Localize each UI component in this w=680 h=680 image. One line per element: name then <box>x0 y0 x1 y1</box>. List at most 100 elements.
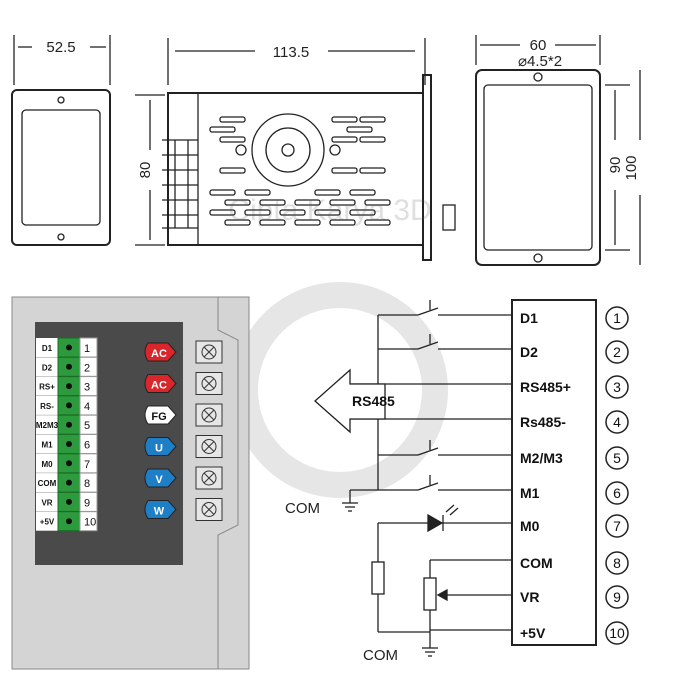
terminal-number: 5 <box>84 420 90 432</box>
rs485-label: RS485 <box>352 393 395 409</box>
pin-number: 6 <box>613 485 621 501</box>
signal-label: Rs485- <box>520 414 566 430</box>
signal-label: VR <box>520 589 539 605</box>
pin-number-circle <box>605 481 629 505</box>
power-terminal-label: W <box>154 506 165 518</box>
watermark-logo: Cipta Karya 3D <box>228 194 448 498</box>
terminal-screw <box>66 460 72 467</box>
terminal-row: M2M3 5 <box>36 414 98 435</box>
pin-number-circle <box>605 375 629 399</box>
terminal-screw <box>66 441 72 447</box>
terminal-row: RS+3 <box>36 376 98 397</box>
terminal-label: COM <box>38 479 57 488</box>
power-terminal-ac: AC <box>144 340 223 364</box>
rs485-arrow <box>314 368 386 434</box>
terminal-row: +5V 10 <box>36 511 98 532</box>
terminal-number: 6 <box>84 440 90 452</box>
rear-outer-height-dimension: 100 <box>623 155 640 180</box>
terminal-row: M1 6 <box>36 434 98 454</box>
terminal-label: +5V <box>40 518 55 527</box>
front-width-dimension: 52.5 <box>46 39 75 56</box>
pin-number: 8 <box>613 555 621 571</box>
pin-number: 3 <box>613 379 621 395</box>
power-terminal-fg: FG <box>144 403 223 427</box>
screw-icon <box>203 441 215 452</box>
side-length-dimension: 113.5 <box>273 44 309 61</box>
pin-number: 10 <box>609 625 625 641</box>
signal-label: M0 <box>520 518 540 534</box>
screw-icon <box>203 504 215 515</box>
pin-number: 1 <box>613 310 621 326</box>
power-terminal-ac: AC <box>144 372 223 395</box>
pin-number: 4 <box>613 414 621 430</box>
terminal-row: COM 8 <box>36 472 98 493</box>
pin-number-circle <box>605 306 629 330</box>
pin-number: 5 <box>613 450 621 466</box>
terminal-label: RS- <box>40 402 54 411</box>
pin-number: 2 <box>613 344 621 360</box>
terminal-number: 1 <box>84 343 90 355</box>
terminal-screw <box>66 383 72 390</box>
screw-icon <box>203 378 215 389</box>
controller-terminal-box <box>511 299 597 646</box>
signal-row: COM 8 <box>520 551 629 575</box>
pin-number: 7 <box>613 518 621 534</box>
terminal-label: M1 <box>41 441 53 450</box>
power-terminal-label: FG <box>151 411 166 423</box>
terminal-number: 8 <box>84 478 90 490</box>
pin-number-circle <box>605 551 629 575</box>
signal-label: M2/M3 <box>520 450 563 466</box>
terminal-screw <box>66 498 72 505</box>
signal-label: RS485+ <box>520 379 571 395</box>
terminal-screw <box>66 363 72 370</box>
power-terminal-label: U <box>155 443 163 455</box>
terminal-label: VR <box>41 498 52 507</box>
terminal-number: 10 <box>84 517 96 529</box>
signal-row: M0 7 <box>520 514 629 538</box>
pin-number-circle <box>605 585 629 609</box>
signal-row: Rs485- 4 <box>520 410 629 434</box>
signal-row: +5V 10 <box>520 621 629 645</box>
signal-row: M1 6 <box>520 481 629 505</box>
pin-number-circle <box>605 514 629 538</box>
power-terminal-label: AC <box>151 380 167 392</box>
pin-number-circle <box>605 410 629 434</box>
screw-icon <box>203 472 215 484</box>
rear-width-dimension: 60 <box>530 37 547 54</box>
hole-dimension: ⌀4.5*2 <box>518 53 562 70</box>
signal-label: COM <box>520 555 553 571</box>
terminal-screw <box>66 402 72 409</box>
pin-number-circle <box>605 446 629 470</box>
side-view: 113.5 80 <box>135 38 456 261</box>
svg-text:Cipta Karya 3D: Cipta Karya 3D <box>228 194 431 227</box>
terminal-screw <box>66 518 72 525</box>
terminal-label: M2M3 <box>36 421 59 430</box>
power-terminal-v: V <box>144 466 223 490</box>
com-label-bottom: COM <box>363 647 398 664</box>
rear-inner-height-dimension: 90 <box>607 157 624 174</box>
terminal-row: VR 9 <box>36 491 98 512</box>
signal-label: M1 <box>520 485 540 501</box>
terminal-label: M0 <box>41 460 53 469</box>
terminal-number: 3 <box>84 382 90 394</box>
terminal-number: 4 <box>84 401 90 413</box>
signal-label: +5V <box>520 625 546 641</box>
signal-row: M2/M3 5 <box>520 446 629 470</box>
terminal-number: 9 <box>84 497 90 509</box>
screw-icon <box>203 409 215 421</box>
screw-icon <box>203 346 215 358</box>
terminal-screw <box>66 421 72 428</box>
terminal-number: 2 <box>84 362 90 374</box>
power-terminal-w: W <box>144 498 223 521</box>
terminal-screw <box>66 344 72 351</box>
com-label-top: COM <box>285 500 320 517</box>
